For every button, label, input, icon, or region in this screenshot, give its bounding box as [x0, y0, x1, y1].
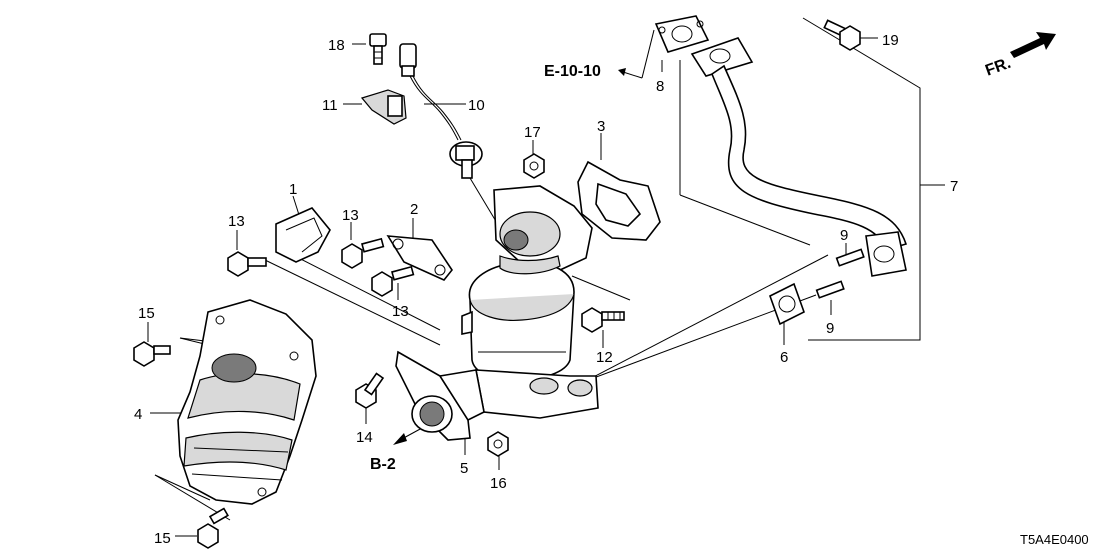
- nut-16: [487, 431, 509, 457]
- callout-14: 14: [356, 429, 373, 446]
- callout-17: 17: [524, 124, 541, 141]
- bolt-15-bottom: [197, 507, 229, 549]
- bolt-14: [355, 372, 385, 409]
- callout-4: 4: [134, 406, 142, 423]
- callout-5: 5: [460, 460, 468, 477]
- callout-7: 7: [950, 178, 958, 195]
- callout-2: 2: [410, 201, 418, 218]
- gasket-6: [769, 282, 805, 326]
- gasket-8: [654, 15, 710, 53]
- stud-9-lower: [815, 280, 845, 299]
- diagram-code: T5A4E0400: [1020, 532, 1089, 547]
- front-direction-label: FR.: [983, 55, 1013, 80]
- bolt-15-top: [133, 341, 171, 367]
- callout-labels: 1 2 3 4 5 6 7 8 9 9 10 11 12 13 13 13 14…: [134, 32, 958, 547]
- nut-17: [523, 153, 545, 179]
- callout-13-left: 13: [228, 213, 245, 230]
- callout-8: 8: [656, 78, 664, 95]
- gasket-3: [577, 160, 661, 241]
- bolt-12: [581, 307, 625, 333]
- callout-18: 18: [328, 37, 345, 54]
- callout-13-middle: 13: [342, 207, 359, 224]
- callout-19: 19: [882, 32, 899, 49]
- sensor-bracket-11: [360, 89, 407, 125]
- oxygen-sensor-10: [399, 43, 501, 229]
- callout-9-lower: 9: [826, 320, 834, 337]
- callout-12: 12: [596, 349, 613, 366]
- heat-shield-4: [177, 299, 317, 505]
- pipe-7: [690, 37, 908, 277]
- callout-6: 6: [780, 349, 788, 366]
- callout-3: 3: [597, 118, 605, 135]
- bolt-13-left: [227, 251, 267, 277]
- bolt-13-middle: [341, 237, 385, 269]
- section-reference[interactable]: E-10-10: [544, 63, 601, 80]
- callout-16: 16: [490, 475, 507, 492]
- callout-10: 10: [468, 97, 485, 114]
- callout-13-lower: 13: [392, 303, 409, 320]
- callout-11: 11: [322, 97, 338, 114]
- bolt-19: [823, 19, 861, 51]
- front-direction-arrow: [1010, 32, 1056, 58]
- callout-1: 1: [289, 181, 297, 198]
- callout-9-top: 9: [840, 227, 848, 244]
- bracket-1: [275, 207, 331, 263]
- callout-15-top: 15: [138, 305, 155, 322]
- stud-9-top: [835, 248, 865, 267]
- bracket-2: [386, 235, 453, 281]
- catalytic-converter-5: [395, 185, 599, 441]
- bolt-13-lower: [371, 265, 415, 297]
- bolt-18: [369, 33, 387, 65]
- callout-15-bottom: 15: [154, 530, 171, 547]
- group-reference[interactable]: B-2: [370, 456, 396, 473]
